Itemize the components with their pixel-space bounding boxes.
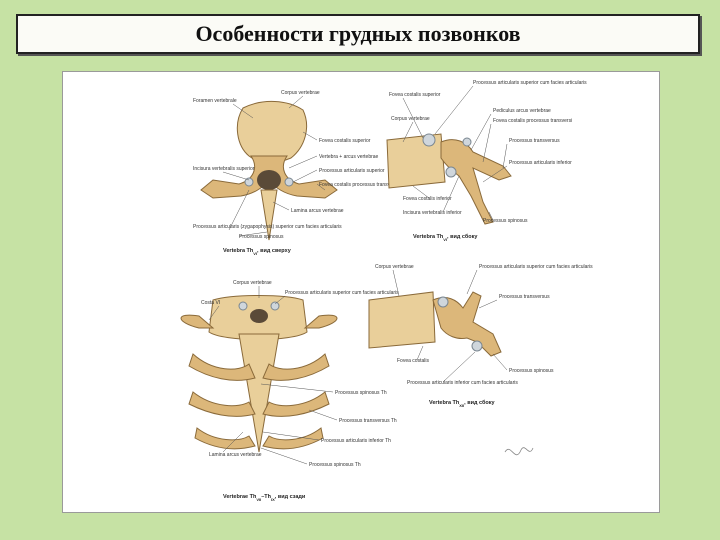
- label-bl-2: Processus articularis superior cum facie…: [285, 290, 399, 296]
- label-tr-6: Processus articularis inferior: [509, 160, 572, 166]
- caption-top-left: Vertebra ThVI, вид сверху: [223, 248, 292, 256]
- anatomy-plate: Foramen vertebrale Corpus vertebrae Fove…: [62, 71, 660, 513]
- artist-signature: [504, 447, 534, 456]
- label-bl-7: Processus spinosus Th: [309, 462, 361, 468]
- caption-bottom-right: Vertebra ThXII, вид сбоку: [429, 399, 495, 408]
- label-tl-8: Processus articularis (zygapophysis) sup…: [193, 224, 342, 230]
- label-tr-0: Processus articularis superior cum facie…: [473, 80, 587, 86]
- vertebra-lateral-view: [386, 133, 512, 225]
- label-br-3: Fovea costalis: [397, 358, 429, 364]
- labels-bottom-right: Corpus vertebrae Processus articularis s…: [375, 264, 593, 408]
- label-tr-1: Fovea costalis superior: [389, 92, 441, 98]
- label-br-2: Processus transversus: [499, 294, 550, 300]
- vertebrae-posterior-view: [180, 295, 338, 453]
- label-tl-5: Processus articularis superior: [319, 168, 385, 174]
- label-bl-5: Processus articularis inferior Th: [321, 438, 391, 444]
- slide-title: Особенности грудных позвонков: [195, 21, 521, 46]
- label-tr-3: Pediculus arcus vertebrae: [493, 108, 551, 114]
- label-bl-0: Corpus vertebrae: [233, 280, 272, 286]
- vertebra-superior-view: [200, 100, 338, 241]
- label-bl-3: Processus spinosus Th: [335, 390, 387, 396]
- label-tr-5: Processus transversus: [509, 138, 560, 144]
- label-tr-9: Processus spinosus: [483, 218, 528, 224]
- label-tr-4: Fovea costalis processus transversi: [493, 118, 572, 124]
- anatomy-illustration: Foramen vertebrale Corpus vertebrae Fove…: [180, 80, 593, 502]
- label-tr-8: Incisura vertebralis inferior: [403, 210, 462, 216]
- label-br-5: Processus articularis inferior cum facie…: [407, 380, 518, 386]
- caption-bottom-left: Vertebrae ThVII–ThIX, вид сзади: [223, 494, 305, 502]
- labels-top-right: Processus articularis superior cum facie…: [389, 80, 587, 242]
- label-br-4: Processus spinosus: [509, 368, 554, 374]
- vertebra-xii-lateral-view: [368, 291, 502, 357]
- label-tl-9: Processus spinosus: [239, 234, 284, 240]
- label-br-0: Corpus vertebrae: [375, 264, 414, 270]
- label-tr-2: Corpus vertebrae: [391, 116, 430, 122]
- label-tl-3: Vertebra + arcus vertebrae: [319, 154, 379, 160]
- label-tl-7: Lamina arcus vertebrae: [291, 208, 344, 214]
- label-tl-1: Corpus vertebrae: [281, 90, 320, 96]
- label-tl-0: Foramen vertebrale: [193, 98, 237, 104]
- label-tr-7: Fovea costalis inferior: [403, 196, 452, 202]
- label-bl-1: Costa VI: [201, 300, 220, 306]
- label-br-1: Processus articularis superior cum facie…: [479, 264, 593, 270]
- labels-bottom-left: Corpus vertebrae Costa VI Processus arti…: [201, 280, 399, 502]
- title-box: Особенности грудных позвонков: [16, 14, 700, 54]
- labels-top-left: Foramen vertebrale Corpus vertebrae Fove…: [193, 90, 398, 256]
- label-tl-4: Incisura vertebralis superior: [193, 166, 255, 172]
- label-bl-4: Processus transversus Th: [339, 418, 397, 424]
- label-tl-6: Fovea costalis processus transversi: [319, 182, 398, 188]
- caption-top-right: Vertebra ThVI, вид сбоку: [413, 233, 478, 242]
- label-bl-6: Lamina arcus vertebrae: [209, 452, 262, 458]
- label-tl-2: Fovea costalis superior: [319, 138, 371, 144]
